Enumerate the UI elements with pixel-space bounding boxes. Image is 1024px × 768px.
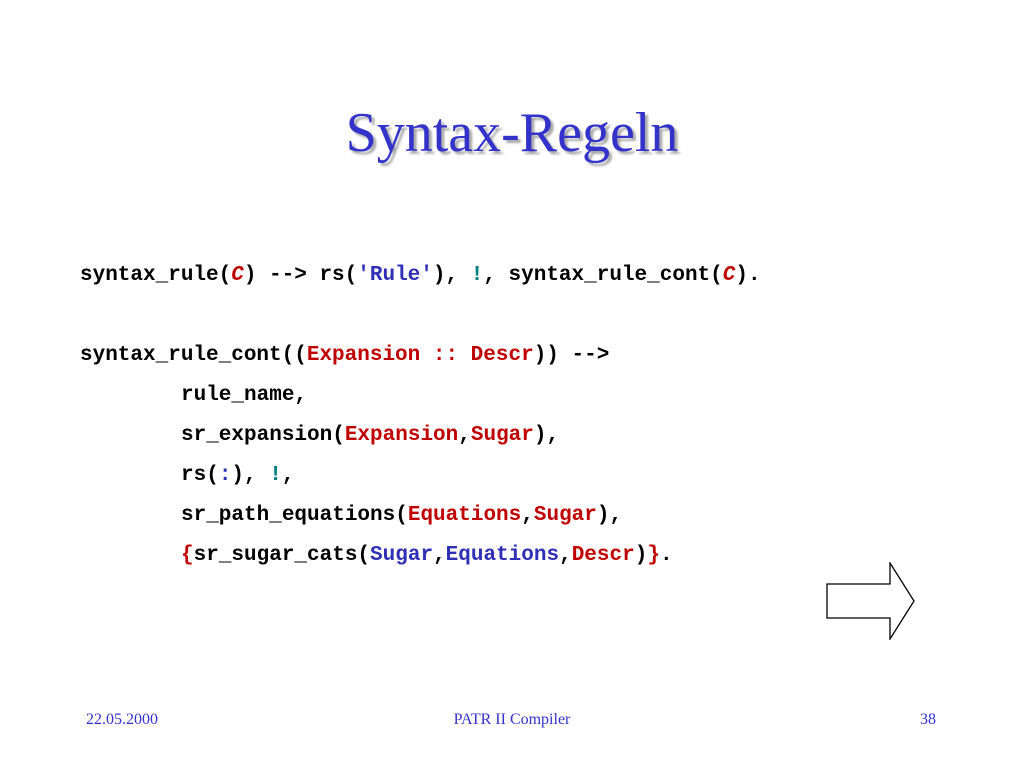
code-line-6: sr_path_equations(Equations,Sugar), (80, 496, 761, 536)
code-token: rs( (181, 464, 219, 487)
page-number: 38 (920, 711, 936, 728)
code-block: syntax_rule(C) --> rs('Rule'), !, syntax… (80, 256, 761, 576)
code-token: syntax_rule( (80, 264, 232, 287)
code-variable: Descr (571, 544, 635, 567)
code-variable: Expansion :: Descr (306, 344, 534, 367)
code-variable: Equations (407, 504, 522, 527)
code-cut: ! (470, 264, 484, 287)
code-variable: Expansion (344, 424, 459, 447)
code-token: sr_path_equations( (181, 504, 408, 527)
code-gap (80, 296, 761, 336)
code-token: , (458, 424, 471, 447)
code-atom: 'Rule' (357, 264, 433, 287)
code-token: ), (596, 504, 623, 527)
right-arrow-icon[interactable] (826, 562, 916, 640)
code-token: syntax_rule_cont(( (80, 344, 307, 367)
code-token: , syntax_rule_cont( (483, 264, 723, 287)
code-line-5: rs(:), !, (80, 456, 761, 496)
code-token: , (559, 544, 572, 567)
code-token: , (281, 464, 295, 487)
code-token: , (433, 544, 446, 567)
code-variable: C (722, 264, 736, 287)
code-brace: } (647, 544, 660, 567)
code-token: ). (735, 264, 761, 287)
code-token: sr_sugar_cats( (193, 544, 371, 567)
code-token: )) --> (533, 344, 610, 367)
code-variable: Sugar (533, 504, 597, 527)
footer-title: PATR II Compiler (453, 711, 571, 728)
code-token: ) --> rs( (243, 264, 358, 287)
code-cut: ! (269, 464, 282, 487)
code-variable: C (231, 264, 244, 287)
code-atom: : (218, 464, 232, 487)
code-token: ), (231, 464, 270, 487)
code-token: ), (432, 264, 471, 287)
code-token: sr_expansion( (181, 424, 345, 447)
code-line-2: syntax_rule_cont((Expansion :: Descr)) -… (80, 336, 761, 376)
code-variable: Equations (445, 544, 560, 567)
code-line-1: syntax_rule(C) --> rs('Rule'), !, syntax… (80, 256, 761, 296)
code-token: rule_name, (181, 384, 308, 407)
slide-title: Syntax-Regeln (345, 102, 679, 164)
code-variable: Sugar (470, 424, 534, 447)
code-token: , (521, 504, 534, 527)
code-token: . (659, 544, 673, 567)
code-variable: Sugar (370, 544, 434, 567)
code-line-3: rule_name, (80, 376, 761, 416)
code-token: ), (533, 424, 560, 447)
code-token: ) (634, 544, 648, 567)
code-brace: { (181, 544, 194, 567)
footer-date: 22.05.2000 (86, 711, 158, 728)
code-line-4: sr_expansion(Expansion,Sugar), (80, 416, 761, 456)
code-line-7: {sr_sugar_cats(Sugar,Equations,Descr)}. (80, 536, 761, 576)
